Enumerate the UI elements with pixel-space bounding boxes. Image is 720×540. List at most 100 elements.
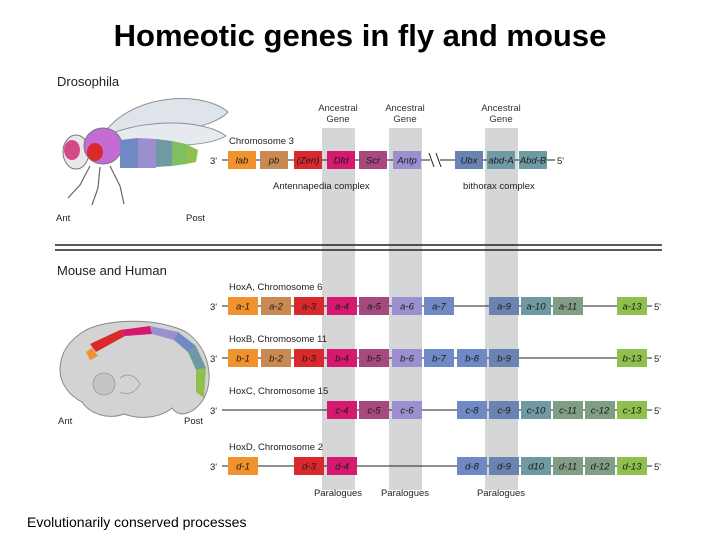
hox-gene-b-7: b-7: [424, 349, 454, 367]
hox-gene-a-1: a-1: [228, 297, 258, 315]
fly-gene-1-box: [228, 151, 256, 169]
hox-gene-b-3-label: b-3: [302, 354, 316, 365]
hox-gene-a-3-box: [294, 297, 324, 315]
mouse-human-label: Mouse and Human: [57, 263, 167, 278]
hox-gene-d-8: d-8: [457, 457, 487, 475]
fly-gene-2: pb: [260, 151, 288, 169]
paralogues-label-3: Paralogues: [477, 488, 525, 499]
hox-gene-a-11: a-11: [553, 297, 583, 315]
hox-cluster-2-3prime: 3': [210, 354, 217, 365]
hox-gene-d-11-box: [553, 457, 583, 475]
hox-gene-b-9: b-9: [489, 349, 519, 367]
hox-gene-c-12-box: [585, 401, 615, 419]
hox-gene-a-4-box: [327, 297, 357, 315]
fly-gene-3-label: (Zen): [297, 156, 320, 167]
hox-gene-c-8: c-8: [457, 401, 487, 419]
hox-gene-d-3-box: [294, 457, 324, 475]
hox-gene-d-11: d-11: [553, 457, 583, 475]
hox-cluster-4-5prime: 5': [654, 462, 661, 473]
hox-cluster-3-5prime: 5': [654, 406, 661, 417]
hox-gene-b-13-box: [617, 349, 647, 367]
hox-gene-b-3-box: [294, 349, 324, 367]
hox-cluster-1-title: HoxA, Chromosome 6: [229, 282, 322, 293]
hox-gene-c-6: c-6: [392, 401, 422, 419]
hox-gene-d-4-label: d-4: [335, 462, 349, 473]
fly-gene-7-box: [455, 151, 483, 169]
hox-gene-a-5-box: [359, 297, 389, 315]
fly-gene-1: lab: [228, 151, 256, 169]
hox-gene-c-5-box: [359, 401, 389, 419]
hox-gene-a-5: a-5: [359, 297, 389, 315]
hox-gene-d-3: d-3: [294, 457, 324, 475]
hox-gene-b-2: b-2: [261, 349, 291, 367]
mouse-post-label: Post: [184, 416, 203, 427]
hox-gene-d-13-box: [617, 457, 647, 475]
hox-cluster-1-3prime: 3': [210, 302, 217, 313]
hox-gene-b-9-label: b-9: [497, 354, 511, 365]
hox-gene-b-1-label: b-1: [236, 354, 250, 365]
hox-gene-d-9-label: d-9: [497, 462, 511, 473]
hox-gene-c-8-box: [457, 401, 487, 419]
hox-gene-c-11-box: [553, 401, 583, 419]
hox-gene-b-1: b-1: [228, 349, 258, 367]
hox-gene-d-1-label: d-1: [236, 462, 250, 473]
fly-break-mark-1: [428, 152, 435, 168]
hox-gene-d-1: d-1: [228, 457, 258, 475]
fruit-fly-icon: [62, 98, 229, 206]
hox-gene-d-1-box: [228, 457, 258, 475]
antennapedia-label: Antennapedia complex: [273, 181, 370, 192]
hox-gene-c-4: c-4: [327, 401, 357, 419]
fly-gene-2-box: [260, 151, 288, 169]
fly-gene-5: Scr: [359, 151, 387, 169]
bithorax-label: bithorax complex: [463, 181, 535, 192]
hox-gene-a-7: a-7: [424, 297, 454, 315]
fly-gene-9-box: [519, 151, 547, 169]
hox-gene-a-10: a-10: [521, 297, 551, 315]
hox-gene-b-4: b-4: [327, 349, 357, 367]
hox-gene-a-2: a-2: [261, 297, 291, 315]
hox-gene-d10-label: d10: [528, 462, 545, 473]
hox-gene-b-4-box: [327, 349, 357, 367]
hox-gene-d-3-label: d-3: [302, 462, 316, 473]
hox-gene-c-9-label: c-9: [497, 406, 511, 417]
hox-gene-a-5-label: a-5: [367, 302, 381, 313]
fly-gene-4: Dfd: [327, 151, 355, 169]
hox-gene-d-12-label: d-12: [590, 462, 610, 473]
hox-gene-c-10-label: c-10: [527, 406, 546, 417]
hox-gene-b-6-label: b-6: [400, 354, 414, 365]
fly-3prime-label: 3': [210, 156, 217, 167]
fly-5prime-label: 5': [557, 156, 564, 167]
paralogues-label-2: Paralogues: [381, 488, 429, 499]
hox-gene-d10-box: [521, 457, 551, 475]
fly-gene-7-label: Ubx: [461, 156, 479, 167]
hox-gene-b-5-label: b-5: [367, 354, 381, 365]
hox-gene-b-6: b-6: [392, 349, 422, 367]
fly-gene-9-label: Abd-B: [519, 156, 547, 167]
fly-chromosome-label: Chromosome 3: [229, 136, 294, 147]
fly-gene-4-box: [327, 151, 355, 169]
hox-gene-c-11: c-11: [553, 401, 583, 419]
hox-gene-b-8: b-8: [457, 349, 487, 367]
hox-gene-b-8-box: [457, 349, 487, 367]
hox-gene-a-2-box: [261, 297, 291, 315]
hox-gene-d-8-box: [457, 457, 487, 475]
fly-gene-3-box: [294, 151, 322, 169]
hox-gene-d-4: d-4: [327, 457, 357, 475]
hox-gene-c-12: c-12: [585, 401, 615, 419]
hox-gene-a-7-box: [424, 297, 454, 315]
hox-gene-a-4: a-4: [327, 297, 357, 315]
hox-gene-a-11-box: [553, 297, 583, 315]
hox-gene-b-7-box: [424, 349, 454, 367]
hox-gene-b-13: b-13: [617, 349, 647, 367]
fly-gene-8: abd-A: [487, 151, 515, 169]
hox-gene-a-13-box: [617, 297, 647, 315]
hox-gene-a-10-box: [521, 297, 551, 315]
hox-gene-d-11-label: d-11: [559, 462, 577, 473]
hox-gene-a-9-label: a-9: [497, 302, 511, 313]
hox-gene-b-13-label: b-13: [622, 354, 642, 365]
